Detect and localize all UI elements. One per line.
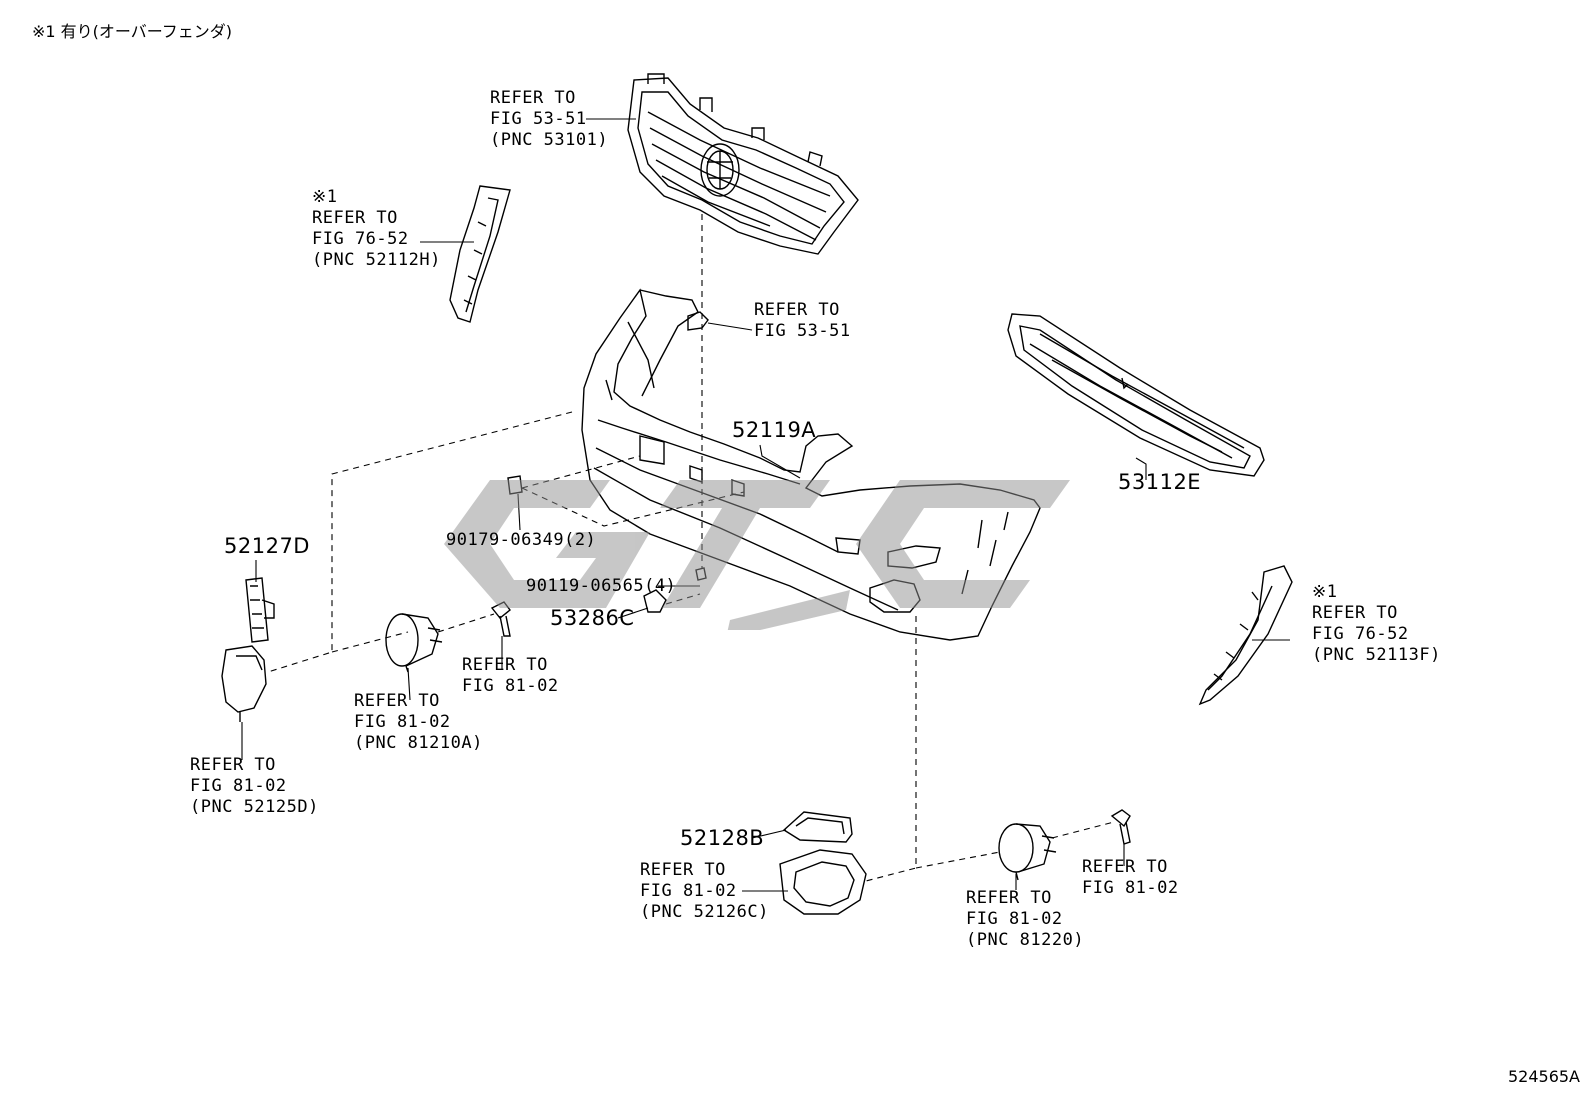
callout-line: FIG 81-02 [1082,878,1179,898]
right-fender-flare-drawing [1198,565,1293,706]
part-number-cap[interactable]: 53286C [550,606,635,630]
callout-line: REFER TO [354,691,440,711]
left-fender-flare-drawing [449,185,511,323]
callout-line: FIG 81-02 [640,881,737,901]
callout-line: FIG 81-02 [966,909,1063,929]
callout-line: (PNC 52126C) [640,902,769,922]
callout-line: FIG 81-02 [354,712,451,732]
callout-left-cover: REFER TO FIG 81-02 (PNC 52125D) [190,755,319,818]
callout-line: ※1 [1312,582,1338,602]
callout-line: (PNC 81210A) [354,733,483,753]
callout-line: REFER TO [462,655,548,675]
callout-right-screw: REFER TO FIG 81-02 [1082,857,1179,899]
callout-line: (PNC 53101) [490,130,609,150]
part-number-right-insert[interactable]: 52128B [680,826,765,850]
right-screw-drawing [1110,809,1131,845]
callout-line: (PNC 52113F) [1312,645,1441,665]
callout-line: FIG 53-51 [490,109,587,129]
part-number-clip[interactable]: 90179-06349(2) [446,530,597,550]
callout-line: REFER TO [1082,857,1168,877]
upper-grille-drawing [627,73,859,255]
bumper-screw-drawing [695,567,707,581]
right-fog-cover-drawing [779,849,867,915]
callout-line: FIG 76-52 [312,229,409,249]
callout-line: ※1 [312,187,338,207]
callout-line: REFER TO [640,860,726,880]
callout-line: FIG 76-52 [1312,624,1409,644]
callout-right-fender: ※1 REFER TO FIG 76-52 (PNC 52113F) [1312,582,1441,666]
part-number-lower-grille[interactable]: 53112E [1118,470,1202,494]
callout-right-foglamp: REFER TO FIG 81-02 (PNC 81220) [966,888,1084,951]
callout-line: REFER TO [1312,603,1398,623]
callout-left-fender: ※1 REFER TO FIG 76-52 (PNC 52112H) [312,187,441,271]
right-insert-drawing [782,811,853,843]
callout-line: (PNC 81220) [966,930,1085,950]
diagram-code: 524565A [1507,1067,1580,1086]
callout-upper-grille: REFER TO FIG 53-51 (PNC 53101) [490,88,608,151]
lower-grille-drawing [1007,313,1265,477]
left-insert-drawing [245,577,275,643]
part-number-screw[interactable]: 90119-06565(4) [526,576,677,596]
callout-line: REFER TO [966,888,1052,908]
left-fog-cover-drawing [221,645,267,722]
callout-right-cover: REFER TO FIG 81-02 (PNC 52126C) [640,860,769,923]
part-number-left-insert[interactable]: 52127D [224,534,310,558]
callout-line: REFER TO [490,88,576,108]
assembly-lines [267,214,1115,883]
left-screw-drawing [490,601,511,637]
right-fog-lamp-drawing [998,823,1057,881]
callout-line: FIG 53-51 [754,321,851,341]
callout-line: REFER TO [754,300,840,320]
footnote-note: ※1 有り(オーバーフェンダ) [32,22,233,41]
callout-line: FIG 81-02 [462,676,559,696]
callout-line: FIG 81-02 [190,776,287,796]
callout-left-foglamp: REFER TO FIG 81-02 (PNC 81210A) [354,691,483,754]
callout-line: REFER TO [312,208,398,228]
left-fog-lamp-drawing [385,613,443,673]
clip-drawing [507,475,523,495]
callout-top-clip: REFER TO FIG 53-51 [754,300,851,342]
callout-left-screw: REFER TO FIG 81-02 [462,655,559,697]
top-clip-drawing [687,311,709,331]
part-number-bumper[interactable]: 52119A [732,418,817,442]
callout-line: (PNC 52112H) [312,250,441,270]
callout-line: REFER TO [190,755,276,775]
callout-line: (PNC 52125D) [190,797,319,817]
